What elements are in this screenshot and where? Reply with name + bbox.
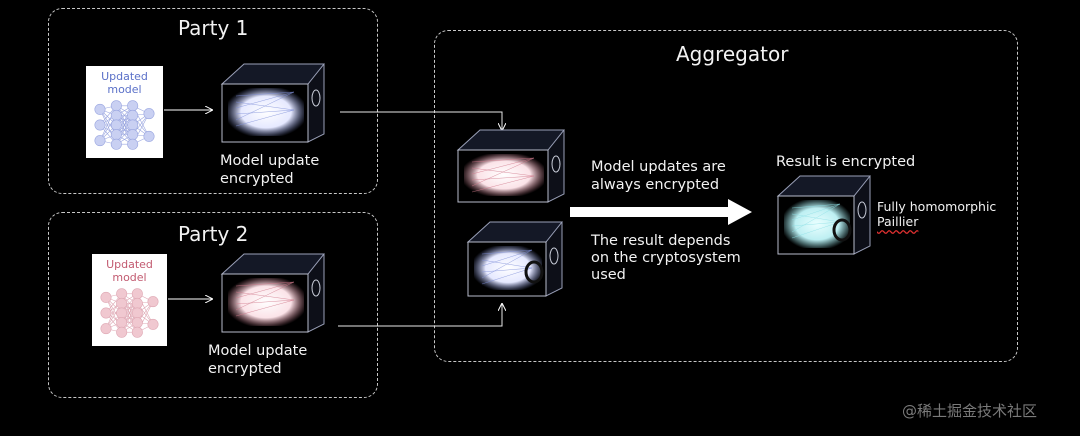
aggregator-note-cryptosystem: The result depends on the cryptosystem u… bbox=[591, 233, 741, 283]
party2-caption: Model update encrypted bbox=[208, 343, 308, 377]
party2-title: Party 2 bbox=[178, 222, 249, 246]
result-scheme-paillier: Paillier bbox=[877, 214, 919, 229]
party1-updated-model-card: Updated model bbox=[86, 66, 163, 158]
party1-box bbox=[48, 8, 378, 194]
result-scheme-fully-homomorphic: Fully homomorphic bbox=[877, 199, 997, 214]
party1-caption: Model update encrypted bbox=[220, 153, 320, 187]
aggregator-encrypted-update-box-icon bbox=[456, 129, 566, 203]
party2-box bbox=[48, 212, 378, 398]
party1-title: Party 1 bbox=[178, 16, 249, 40]
aggregator-note-encrypted: Model updates are always encrypted bbox=[591, 159, 726, 193]
watermark: @稀土掘金技术社区 bbox=[902, 402, 1038, 420]
neural-network-icon bbox=[100, 288, 159, 338]
neural-network-icon bbox=[94, 100, 155, 150]
party2-updated-model-card: Updated model bbox=[92, 254, 167, 346]
aggregator-title: Aggregator bbox=[676, 42, 789, 66]
connector-party2-to-aggregator bbox=[338, 304, 502, 327]
party1-encrypted-box-icon bbox=[220, 63, 326, 143]
result-encrypted-box-icon bbox=[776, 175, 872, 255]
result-title: Result is encrypted bbox=[776, 154, 916, 170]
connector-party1-to-aggregator bbox=[340, 111, 502, 130]
lock-icon bbox=[524, 260, 544, 284]
lock-icon bbox=[832, 218, 852, 242]
party2-card-label: Updated model bbox=[106, 258, 153, 284]
party1-card-label: Updated model bbox=[101, 70, 148, 96]
aggregator-encrypted-update-box2-icon bbox=[466, 221, 564, 297]
party2-encrypted-box-icon bbox=[220, 253, 326, 333]
aggregator-box bbox=[434, 30, 1018, 362]
arrow-right-icon bbox=[570, 199, 752, 225]
